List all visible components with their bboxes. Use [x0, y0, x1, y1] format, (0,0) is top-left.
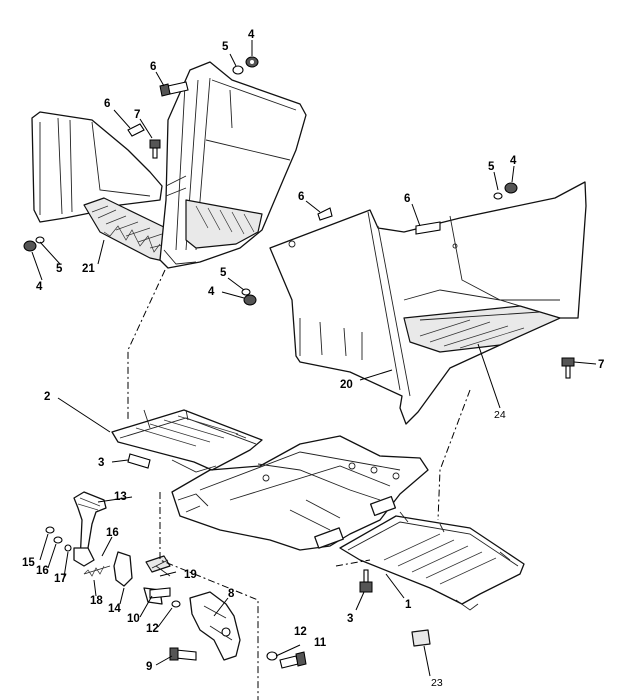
callout-5: 5 — [220, 267, 227, 279]
callout-2: 2 — [44, 391, 50, 403]
right-rear-fender-assembly — [269, 181, 587, 425]
callout-21: 21 — [82, 263, 95, 275]
callout-labels: 1 2 3 3 4 4 4 4 5 5 5 5 6 6 6 6 7 7 8 9 … — [22, 29, 604, 689]
callout-6: 6 — [150, 61, 156, 73]
bolt-icon — [127, 123, 145, 137]
callout-19: 19 — [184, 569, 197, 581]
callout-18: 18 — [90, 595, 103, 607]
left-footwell-assembly — [31, 61, 307, 269]
callout-6: 6 — [404, 193, 410, 205]
bolt-icon — [169, 647, 197, 661]
washer-icon — [53, 536, 63, 544]
callout-23: 23 — [431, 677, 443, 689]
callout-5: 5 — [488, 161, 495, 173]
callout-14: 14 — [108, 603, 121, 615]
bolt-icon — [415, 221, 441, 235]
bolt-icon — [149, 587, 171, 599]
callout-3: 3 — [347, 613, 353, 625]
leader-lines — [31, 40, 597, 677]
clip-icon — [411, 629, 431, 647]
left-footboard-bracket — [111, 409, 263, 473]
assembly-lines — [127, 269, 471, 700]
right-footboard-bracket — [339, 511, 525, 611]
callout-1: 1 — [405, 599, 412, 611]
pedal-linkage — [73, 491, 241, 661]
washer-icon — [45, 526, 55, 534]
washer-icon — [266, 651, 278, 661]
callout-24: 24 — [494, 409, 506, 421]
callout-12: 12 — [146, 623, 159, 635]
callout-6: 6 — [104, 98, 110, 110]
callout-4: 4 — [510, 155, 517, 167]
callout-4: 4 — [248, 29, 255, 41]
callout-7: 7 — [598, 359, 604, 371]
bolt-icon — [359, 569, 373, 593]
callout-10: 10 — [127, 613, 140, 625]
nut-icon — [23, 240, 37, 252]
nut-icon — [245, 56, 259, 68]
callout-5: 5 — [222, 41, 229, 53]
callout-11: 11 — [314, 637, 327, 649]
callout-20: 20 — [340, 379, 353, 391]
bolt-icon — [149, 139, 161, 159]
callout-8: 8 — [228, 588, 235, 600]
washer-icon — [232, 65, 244, 75]
callout-6: 6 — [298, 191, 304, 203]
bolt-icon — [317, 207, 333, 221]
bolt-icon — [561, 357, 575, 379]
washer-icon — [171, 600, 181, 608]
callout-15: 15 — [22, 557, 35, 569]
callout-13: 13 — [114, 491, 127, 503]
callout-12: 12 — [294, 626, 307, 638]
callout-4: 4 — [36, 281, 43, 293]
callout-4: 4 — [208, 286, 215, 298]
nut-icon — [243, 294, 257, 306]
callout-16: 16 — [36, 565, 49, 577]
callout-9: 9 — [146, 661, 152, 673]
callout-17: 17 — [54, 573, 67, 585]
callout-16: 16 — [106, 527, 119, 539]
bolt-icon — [279, 651, 307, 669]
washer-icon — [64, 544, 72, 552]
nut-icon — [504, 182, 518, 194]
callout-5: 5 — [56, 263, 63, 275]
bolt-icon — [127, 453, 151, 469]
callout-3: 3 — [98, 457, 104, 469]
washer-icon — [241, 288, 251, 296]
fasteners — [23, 56, 575, 669]
center-frame — [171, 435, 429, 551]
callout-7: 7 — [134, 109, 140, 121]
washer-icon — [493, 192, 503, 200]
bolt-icon — [159, 81, 189, 97]
washer-icon — [35, 236, 45, 244]
